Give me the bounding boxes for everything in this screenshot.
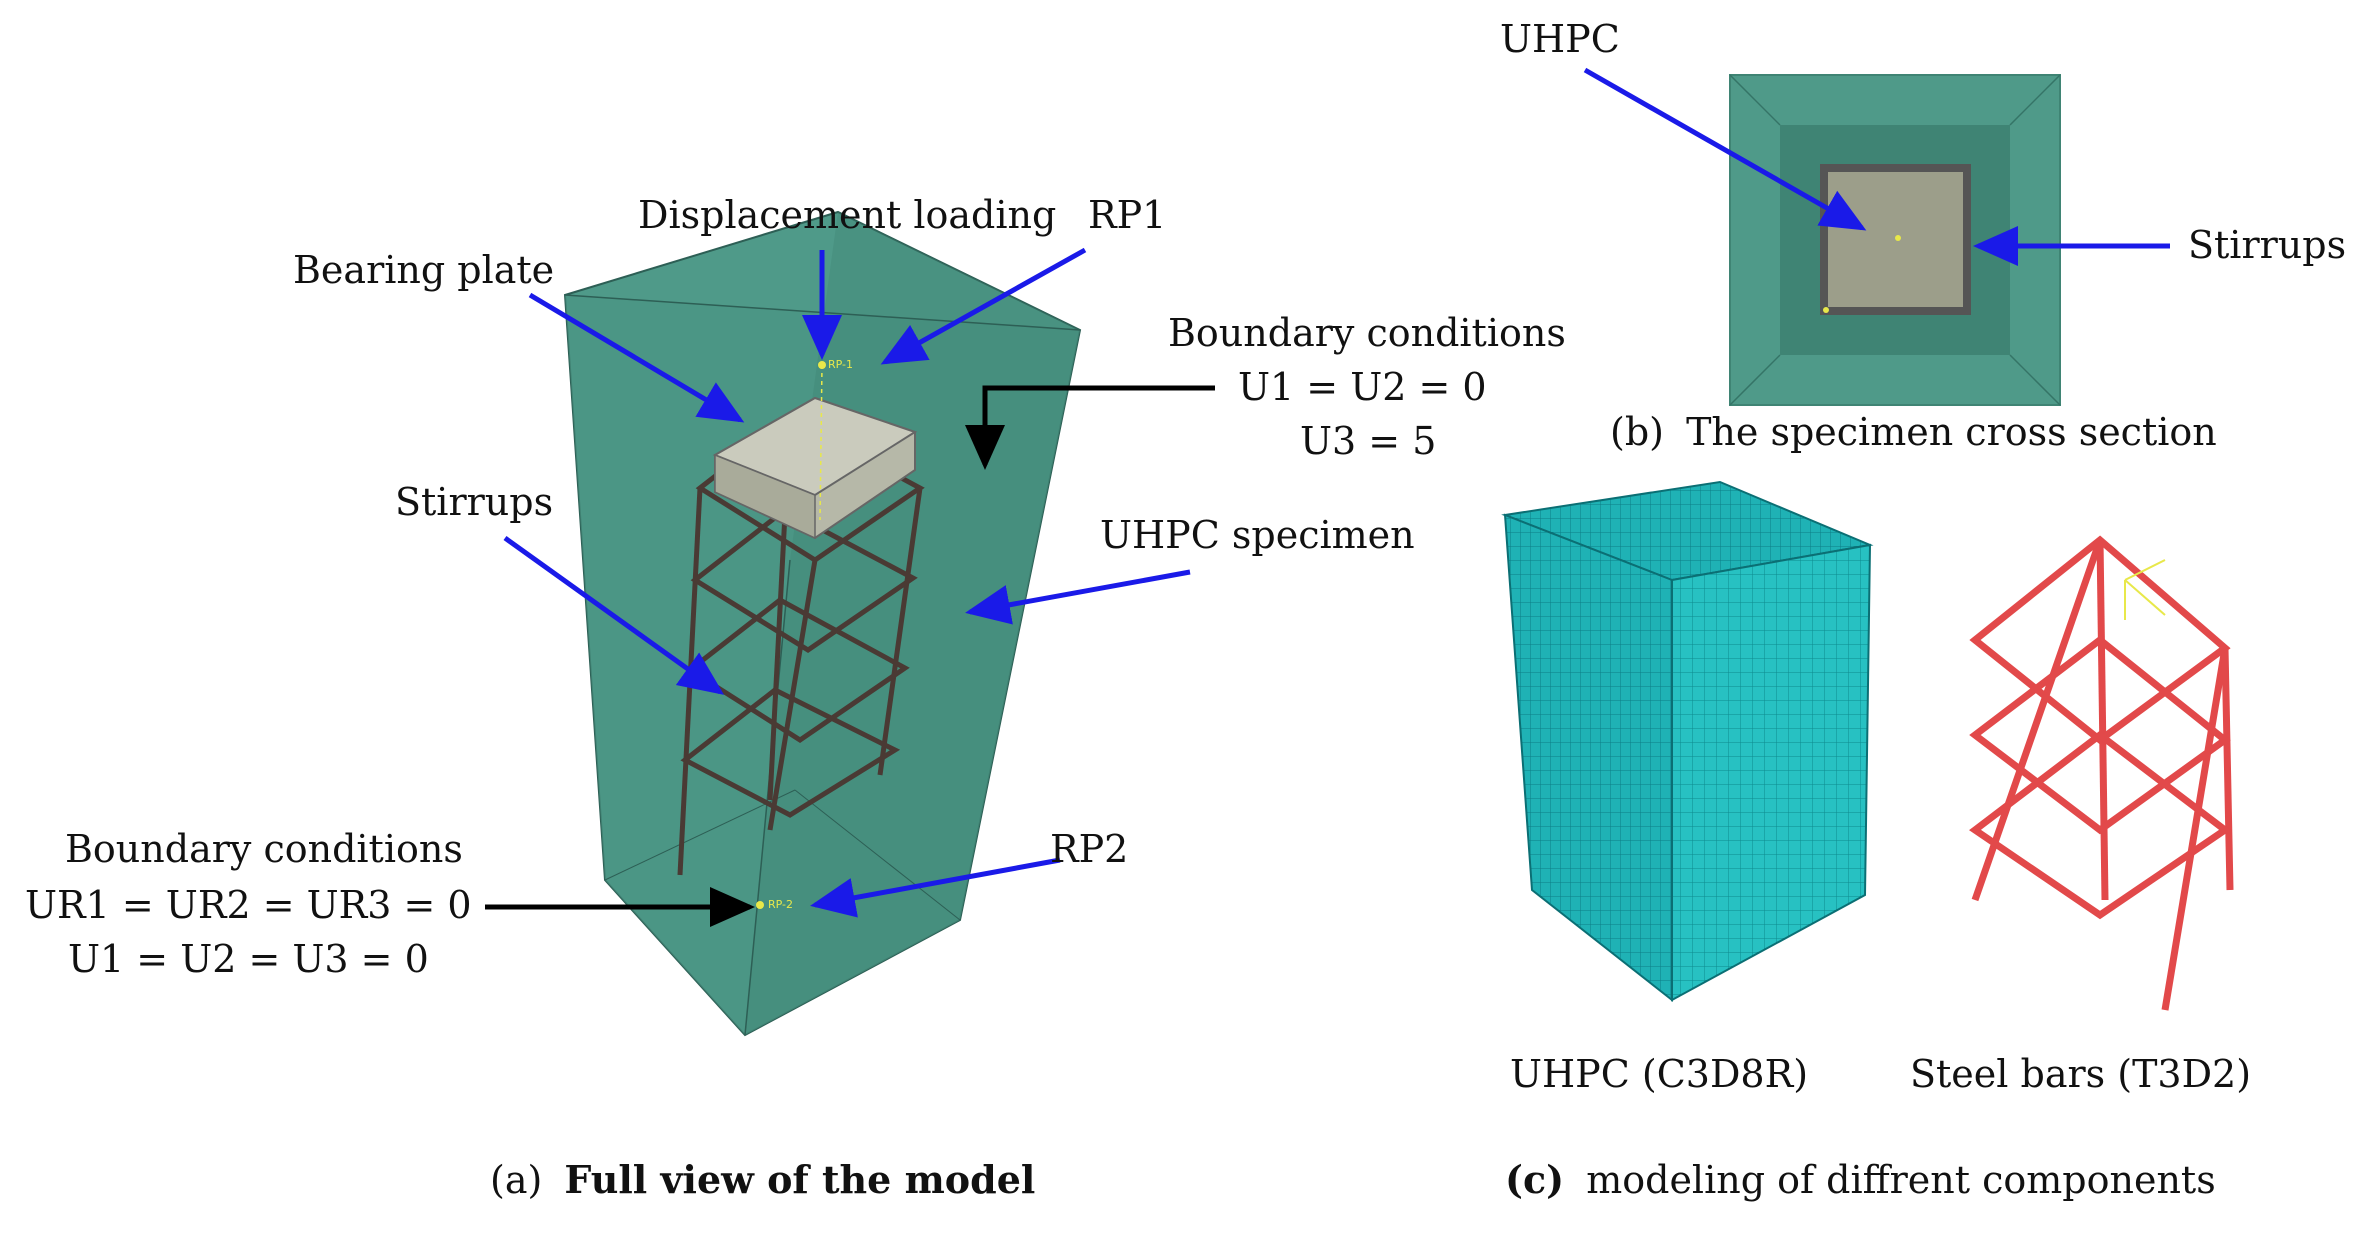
label-rp2: RP2 — [1050, 827, 1128, 871]
label-boundary-bottom-line1: UR1 = UR2 = UR3 = 0 — [25, 883, 472, 927]
label-bearing-plate: Bearing plate — [293, 248, 554, 292]
label-steel-element: Steel bars (T3D2) — [1910, 1052, 2251, 1096]
svg-text:RP-1: RP-1 — [828, 358, 853, 371]
panel-b-cross-section: UHPC Stirrups (b) The specimen cross sec… — [1500, 17, 2346, 454]
arrow-uhpc-specimen — [965, 569, 1191, 625]
specimen-edge — [794, 789, 961, 921]
label-uhpc-element: UHPC (C3D8R) — [1510, 1052, 1808, 1096]
arrow-bearing-plate — [528, 292, 745, 423]
bearing-plate — [712, 396, 918, 540]
caption-a: (a) Full view of the model — [490, 1157, 1035, 1202]
label-displacement-loading: Displacement loading — [638, 193, 1056, 237]
uhpc-specimen-front-shade — [565, 295, 1080, 1035]
caption-b: (b) The specimen cross section — [1610, 410, 2217, 454]
steel-bar-cage — [1969, 535, 2234, 1011]
label-rp1: RP1 — [1088, 193, 1166, 237]
specimen-edge — [744, 559, 791, 1036]
arrow-boundary-top — [965, 385, 1215, 470]
arrow-rp2 — [810, 857, 1061, 918]
arrow-stirrups — [503, 535, 725, 695]
panel-a-full-model: RP-1 RP-2 Displacement loading RP1 Beari… — [25, 193, 1566, 1202]
label-uhpc-section: UHPC — [1500, 17, 1620, 61]
rp1-marker: RP-1 — [818, 358, 853, 521]
label-boundary-bottom-title: Boundary conditions — [65, 827, 463, 871]
arrow-rp1 — [880, 247, 1087, 365]
specimen-edge — [604, 789, 796, 881]
label-boundary-top-title: Boundary conditions — [1168, 311, 1566, 355]
label-boundary-top-line2: U3 = 5 — [1300, 419, 1436, 463]
label-boundary-top-line1: U1 = U2 = 0 — [1238, 365, 1487, 409]
panel-c-components: UHPC (C3D8R) Steel bars (T3D2) (c) model… — [1501, 480, 2251, 1202]
label-boundary-bottom-line2: U1 = U2 = U3 = 0 — [68, 937, 429, 981]
uhpc-mesh-block — [1501, 480, 1874, 1003]
label-stirrups-section: Stirrups — [2188, 223, 2346, 267]
label-stirrups: Stirrups — [395, 480, 553, 524]
label-uhpc-specimen: UHPC specimen — [1100, 513, 1415, 557]
rp2-marker: RP-2 — [756, 898, 793, 911]
steel-rp-axes — [2124, 559, 2166, 620]
svg-text:RP-2: RP-2 — [768, 898, 793, 911]
caption-c: (c) modeling of diffrent components — [1505, 1157, 2216, 1202]
arrow-uhpc-section — [1583, 67, 1867, 231]
